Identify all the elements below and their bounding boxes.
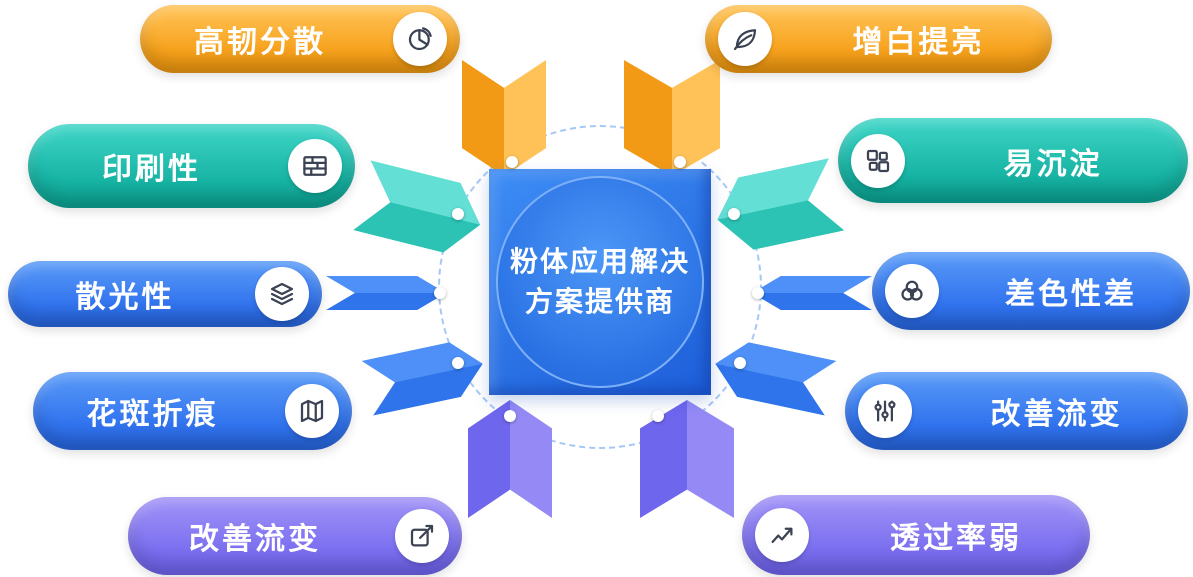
pill-label: 印刷性 bbox=[102, 153, 201, 186]
pill-right-4: 改善流变 bbox=[845, 372, 1188, 450]
pill-right-1: 增白提亮 bbox=[705, 5, 1052, 73]
blocks-icon bbox=[851, 133, 905, 188]
pill-label: 易沉淀 bbox=[1003, 147, 1103, 181]
center-title-line1: 粉体应用解决 bbox=[509, 246, 690, 278]
pill-label: 差色性差 bbox=[1005, 278, 1137, 311]
edit-icon bbox=[395, 509, 449, 563]
pie-chart-icon bbox=[393, 12, 447, 66]
pill-right-3: 差色性差 bbox=[872, 252, 1190, 330]
pill-label: 透过率弱 bbox=[890, 522, 1022, 555]
node-dot bbox=[728, 208, 740, 220]
node-dot bbox=[674, 156, 686, 168]
pill-right-2: 易沉淀 bbox=[838, 118, 1188, 203]
connector-mid-left bbox=[326, 276, 446, 310]
print-icon bbox=[288, 139, 342, 193]
sliders-icon bbox=[858, 384, 912, 438]
center-circle bbox=[496, 176, 704, 388]
pill-left-3: 散光性 bbox=[8, 261, 322, 327]
pill-left-5: 改善流变 bbox=[128, 497, 462, 575]
node-dot bbox=[504, 410, 516, 422]
pill-label: 改善流变 bbox=[189, 523, 321, 556]
node-dot bbox=[452, 208, 464, 220]
map-icon bbox=[285, 384, 339, 438]
node-dot bbox=[652, 410, 664, 422]
pill-left-4: 花斑折痕 bbox=[33, 372, 352, 450]
pill-left-2: 印刷性 bbox=[28, 124, 355, 208]
pill-left-1: 高韧分散 bbox=[140, 5, 460, 73]
center-title-line2: 方案提供商 bbox=[524, 286, 675, 317]
chart-icon bbox=[755, 508, 809, 562]
node-dot bbox=[506, 156, 518, 168]
leaf-icon bbox=[718, 12, 772, 66]
connector-mid-right bbox=[752, 276, 872, 310]
pill-label: 散光性 bbox=[75, 281, 175, 314]
pill-label: 花斑折痕 bbox=[86, 398, 219, 431]
pill-right-5: 透过率弱 bbox=[742, 495, 1090, 575]
pill-label: 增白提亮 bbox=[852, 26, 985, 59]
center-block: 粉体应用解决 方案提供商 bbox=[489, 169, 711, 395]
node-dot bbox=[434, 287, 446, 299]
center-title: 粉体应用解决 方案提供商 bbox=[510, 242, 690, 322]
layers-icon bbox=[255, 267, 309, 321]
pill-label: 高韧分散 bbox=[194, 26, 326, 59]
node-dot bbox=[452, 357, 464, 369]
node-dot bbox=[734, 357, 746, 369]
circles-icon bbox=[885, 264, 939, 318]
pill-label: 改善流变 bbox=[990, 398, 1123, 431]
node-dot bbox=[752, 287, 764, 299]
